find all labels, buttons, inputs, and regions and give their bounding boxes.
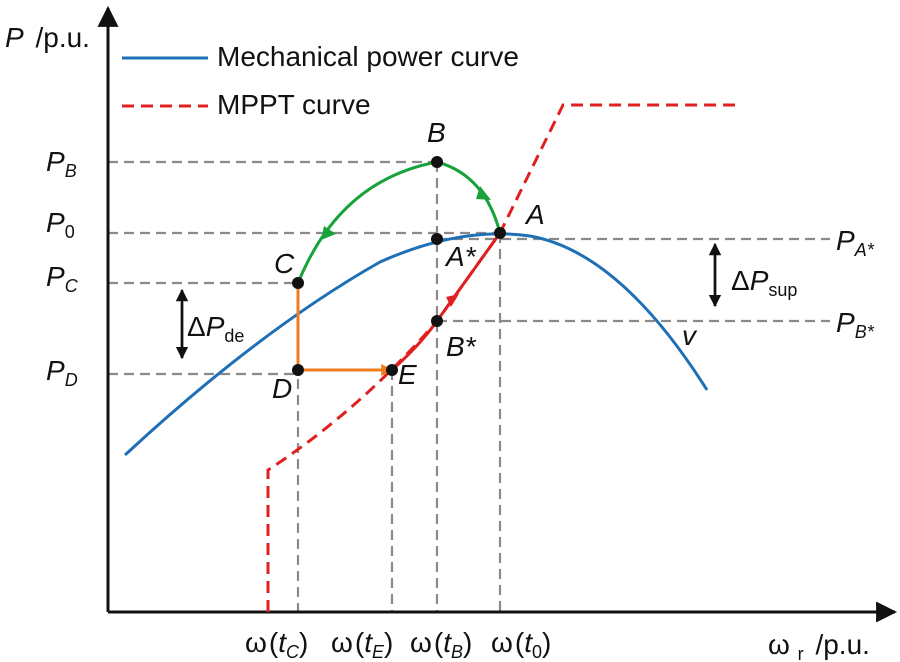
- axes: [97, 5, 898, 623]
- orange-trajectory-path: [296, 283, 394, 376]
- label-pb-star: PB*: [836, 307, 875, 342]
- label-v: v: [682, 320, 698, 351]
- point-a-star: [431, 233, 443, 245]
- guide-lines: [108, 160, 830, 612]
- point-d: [292, 364, 304, 376]
- y-axis-label: P /p.u.: [5, 22, 90, 53]
- legend-mppt-label: MPPT curve: [217, 89, 371, 120]
- label-pa-star: PA*: [836, 225, 875, 260]
- green-arrowhead-left: [321, 226, 336, 240]
- x-axis-label: ω r /p.u.: [768, 629, 870, 662]
- point-a: [494, 227, 506, 239]
- label-a: A: [524, 199, 545, 230]
- point-e: [386, 364, 398, 376]
- x-tick-labels: ω(tC) ω(tE) ω(tB) ω(t0): [245, 627, 551, 662]
- red-arrowhead: [446, 294, 459, 307]
- label-b: B: [427, 117, 446, 148]
- label-delta-sup: ΔPsup: [731, 265, 797, 300]
- point-b: [431, 156, 443, 168]
- green-arrowhead-right: [476, 186, 491, 200]
- point-b-star: [431, 315, 443, 327]
- label-a-star: A*: [444, 241, 477, 272]
- label-e: E: [398, 359, 417, 390]
- legend-mechanical-label: Mechanical power curve: [217, 41, 519, 72]
- x-tick-t0: ω(t0): [491, 627, 551, 662]
- legend: Mechanical power curve MPPT curve: [122, 41, 519, 120]
- mppt-curve: [266, 103, 740, 612]
- x-tick-te: ω(tE): [331, 627, 393, 662]
- x-tick-tb: ω(tB): [410, 627, 472, 662]
- mechanical-power-curve: [123, 232, 709, 457]
- y-tick-pd: PD: [46, 355, 78, 390]
- points: [292, 156, 506, 376]
- label-b-star: B*: [446, 331, 477, 362]
- y-tick-pc: PC: [46, 261, 79, 296]
- label-c: C: [274, 248, 295, 279]
- label-d: D: [272, 373, 292, 404]
- x-tick-tc: ω(tC): [245, 627, 308, 662]
- y-tick-p0: P0: [46, 207, 75, 242]
- label-delta-de: ΔPde: [187, 311, 244, 346]
- y-tick-pb: PB: [46, 146, 77, 181]
- point-c: [292, 277, 304, 289]
